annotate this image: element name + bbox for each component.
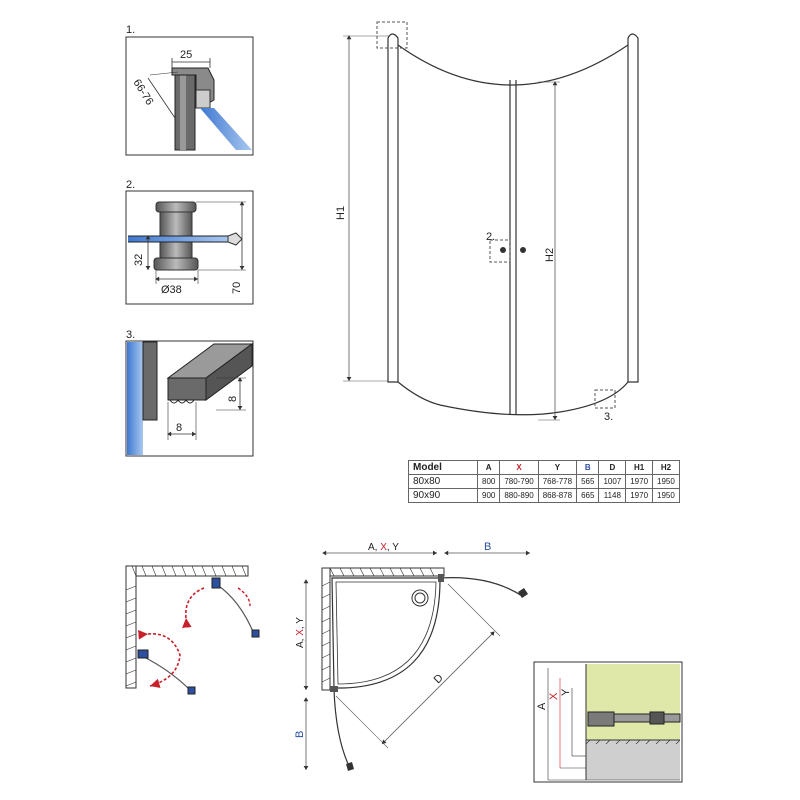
inset-y-label: Y	[560, 688, 572, 696]
detail-2-number: 2.	[126, 179, 135, 191]
cell-y: 768-778	[537, 474, 578, 489]
header-a: A	[476, 460, 501, 475]
callout-2-label: 2.	[486, 231, 495, 243]
detail-3-dim-8-horizontal: 8	[176, 422, 182, 434]
spec-table: Model A X Y B D H1 H2 80x80 800 780-790 …	[408, 460, 680, 503]
cell-y: 868-878	[537, 488, 578, 503]
cell-model: 90x90	[408, 488, 478, 503]
plan-side-b-label: B	[294, 731, 306, 738]
detail-2-dim-70: 70	[231, 282, 243, 294]
header-x: X	[499, 460, 539, 475]
header-b: B	[576, 460, 600, 475]
door-swing-diagram	[125, 565, 260, 695]
h1-label: H1	[335, 206, 347, 220]
cell-d: 1148	[598, 488, 627, 503]
cell-h2: 1950	[652, 474, 680, 489]
cell-b: 565	[576, 474, 600, 489]
detail-3-number: 3.	[126, 329, 135, 341]
cell-a: 800	[476, 474, 501, 489]
cell-a: 900	[476, 488, 501, 503]
plan-d-label: D	[432, 672, 446, 686]
table-row: 90x90 900 880-890 868-878 665 1148 1970 …	[408, 488, 680, 503]
plan-view: A, X, Y B A, X, Y B	[294, 541, 530, 771]
detail-3-panel: 3. 8 8	[125, 329, 254, 457]
cell-d: 1007	[598, 474, 627, 489]
header-h2: H2	[652, 460, 680, 475]
h2-label: H2	[544, 248, 556, 262]
cell-x: 880-890	[499, 488, 539, 503]
detail-2-dim-32: 32	[133, 254, 145, 266]
detail-2-dim-38: Ø38	[161, 284, 182, 296]
plan-side-dims-label: A, X, Y	[295, 617, 306, 648]
cell-x: 780-790	[499, 474, 539, 489]
front-view: H1 2. 3. H2	[335, 21, 639, 423]
spec-header-row: Model A X Y B D H1 H2	[408, 460, 680, 475]
cell-b: 665	[576, 488, 600, 503]
plan-top-dims-label: A, X, Y	[368, 542, 399, 553]
callout-3-label: 3.	[604, 411, 613, 423]
cell-h2: 1950	[652, 488, 680, 503]
cell-model: 80x80	[408, 474, 478, 489]
detail-1-panel: 1. 25 66-76	[125, 24, 254, 156]
detail-1-dim-25: 25	[180, 49, 192, 61]
detail-3-dim-8-vertical: 8	[227, 396, 239, 402]
cell-h1: 1970	[625, 488, 654, 503]
inset-a-label: A	[536, 702, 548, 710]
inset-detail: A X Y	[533, 661, 683, 783]
detail-1-number: 1.	[126, 24, 135, 36]
plan-top-b-label: B	[484, 541, 491, 553]
header-y: Y	[537, 460, 578, 475]
table-row: 80x80 800 780-790 768-778 565 1007 1970 …	[408, 474, 680, 489]
header-model: Model	[408, 460, 478, 475]
header-d: D	[598, 460, 627, 475]
detail-2-panel: 2. 32 Ø38 70	[125, 179, 254, 305]
cell-h1: 1970	[625, 474, 654, 489]
inset-x-label: X	[548, 692, 560, 700]
header-h1: H1	[625, 460, 654, 475]
